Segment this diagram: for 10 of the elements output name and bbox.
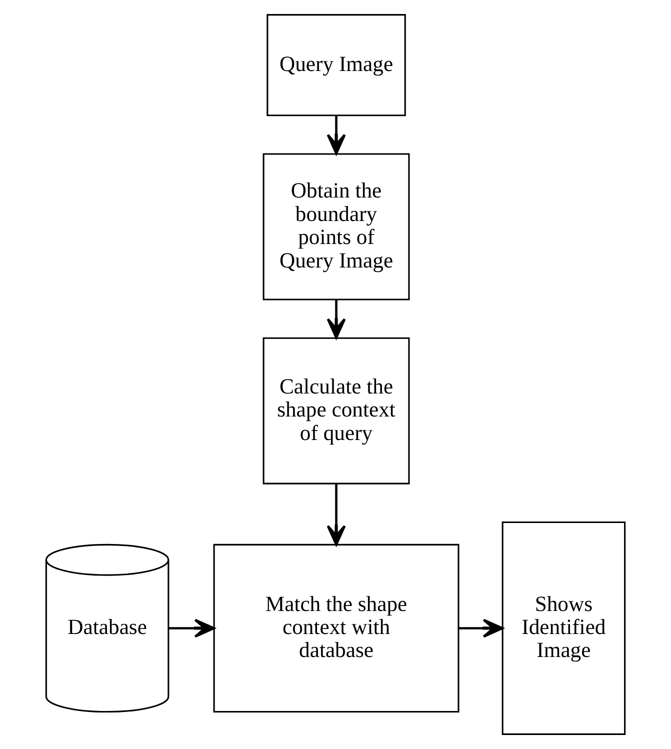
- node-box: Match the shape context with database: [213, 544, 460, 713]
- node-box: Query Image: [266, 14, 406, 116]
- arrow: [168, 618, 215, 638]
- arrow: [326, 484, 346, 546]
- node-box: Obtain the boundary points of Query Image: [262, 153, 410, 300]
- node-box: Calculate the shape context of query: [262, 337, 410, 484]
- arrow: [326, 116, 346, 155]
- arrow: [458, 618, 504, 638]
- node-box: Shows Identified Image: [502, 521, 626, 735]
- arrow: [326, 300, 346, 339]
